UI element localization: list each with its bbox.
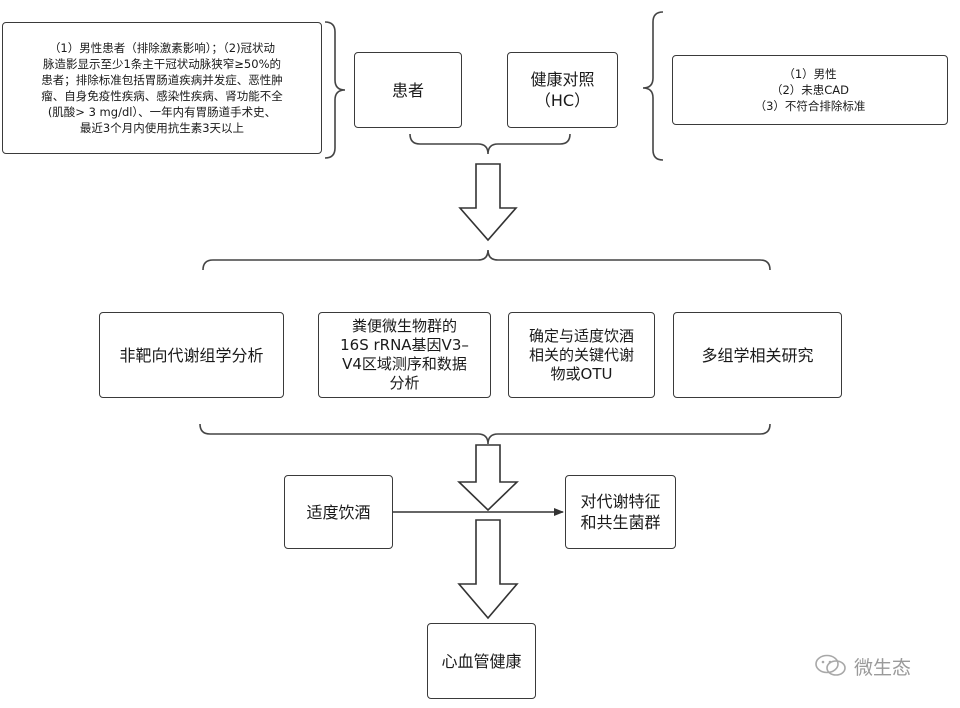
cardiovascular-health-label: 心血管健康: [441, 651, 522, 671]
method-label-multiomics: 多组学相关研究: [701, 345, 814, 365]
block-arrow-down-1: [458, 163, 518, 242]
block-arrow-down-2: [457, 444, 519, 512]
right-brace: [642, 11, 664, 161]
moderate-drinking-box: 适度饮酒: [284, 475, 393, 549]
method-box-metabolomics: 非靶向代谢组学分析: [99, 312, 284, 398]
group-brace-top: [409, 133, 571, 155]
patients-box: 患者: [354, 52, 462, 128]
method-label-metabolomics: 非靶向代谢组学分析: [119, 345, 264, 365]
moderate-drinking-label: 适度饮酒: [306, 502, 371, 522]
watermark-text: 微生态: [854, 656, 912, 679]
method-box-multiomics: 多组学相关研究: [673, 312, 842, 398]
watermark: 微生态: [814, 652, 911, 680]
left-brace: [324, 21, 346, 159]
methods-brace-bottom: [199, 423, 771, 445]
inclusion-criteria-text: （1）男性患者（排除激素影响）；（2)冠状动 脉造影显示至少1条主干冠状动脉狭窄…: [41, 41, 283, 135]
control-criteria-box: （1）男性 （2）未患CAD （3）不符合排除标准: [672, 55, 948, 125]
methods-brace-top: [202, 249, 771, 271]
patients-label: 患者: [391, 80, 424, 100]
method-box-key-metabolites: 确定与适度饮酒 相关的关键代谢 物或OTU: [508, 312, 655, 398]
cardiovascular-health-box: 心血管健康: [427, 623, 536, 699]
method-label-16s-sequencing: 粪便微生物群的 16S rRNA基因V3– V4区域测序和数据 分析: [340, 317, 469, 392]
metabolic-features-box: 对代谢特征 和共生菌群: [565, 475, 676, 549]
method-label-key-metabolites: 确定与适度饮酒 相关的关键代谢 物或OTU: [528, 326, 634, 383]
block-arrow-down-3: [457, 519, 519, 620]
wechat-icon: [815, 654, 846, 676]
healthy-control-box: 健康对照 （HC）: [507, 52, 618, 128]
healthy-control-label: 健康对照 （HC）: [530, 70, 595, 110]
inclusion-criteria-box: （1）男性患者（排除激素影响）；（2)冠状动 脉造影显示至少1条主干冠状动脉狭窄…: [2, 22, 322, 154]
method-box-16s-sequencing: 粪便微生物群的 16S rRNA基因V3– V4区域测序和数据 分析: [318, 312, 491, 398]
control-criteria-text: （1）男性 （2）未患CAD （3）不符合排除标准: [754, 67, 866, 113]
metabolic-features-label: 对代谢特征 和共生菌群: [580, 492, 661, 532]
